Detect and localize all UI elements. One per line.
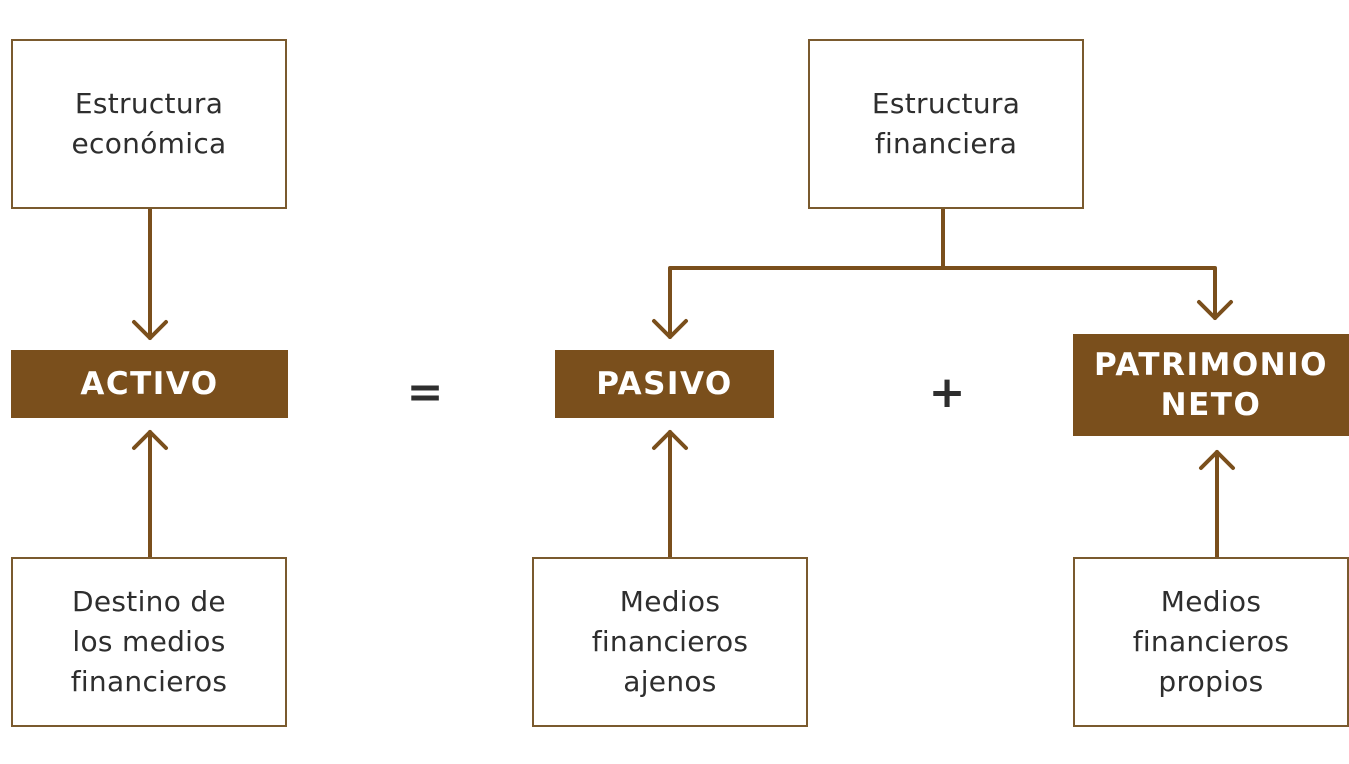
estructura-economica-box: Estructura económica xyxy=(11,39,287,209)
arrowhead-up-patrimonio xyxy=(1199,450,1235,470)
equals-sign: = xyxy=(406,367,444,418)
medios-propios-label: Medios financieros propios xyxy=(1132,585,1290,698)
estructura-financiera-box: Estructura financiera xyxy=(808,39,1084,209)
activo-box: ACTIVO xyxy=(11,350,288,418)
patrimonio-neto-box: PATRIMONIO NETO xyxy=(1073,334,1349,436)
medios-ajenos-box: Medios financieros ajenos xyxy=(532,557,808,727)
arrowhead-up-activo xyxy=(132,430,168,450)
patrimonio-neto-label: PATRIMONIO NETO xyxy=(1093,347,1329,423)
arrowhead-down-activo xyxy=(132,320,168,340)
arrowhead-down-patrimonio xyxy=(1197,300,1233,320)
connector-financiera-branch xyxy=(668,266,1217,339)
arrowhead-down-pasivo xyxy=(652,319,688,339)
medios-ajenos-label: Medios financieros ajenos xyxy=(591,585,749,698)
arrowhead-up-pasivo xyxy=(652,430,688,450)
medios-propios-box: Medios financieros propios xyxy=(1073,557,1349,727)
estructura-economica-label: Estructura económica xyxy=(71,87,227,160)
destino-medios-label: Destino de los medios financieros xyxy=(70,585,228,698)
activo-label: ACTIVO xyxy=(80,366,219,402)
estructura-financiera-label: Estructura financiera xyxy=(871,87,1021,160)
pasivo-box: PASIVO xyxy=(555,350,774,418)
plus-sign: + xyxy=(928,367,966,418)
pasivo-label: PASIVO xyxy=(596,366,733,402)
destino-medios-box: Destino de los medios financieros xyxy=(11,557,287,727)
